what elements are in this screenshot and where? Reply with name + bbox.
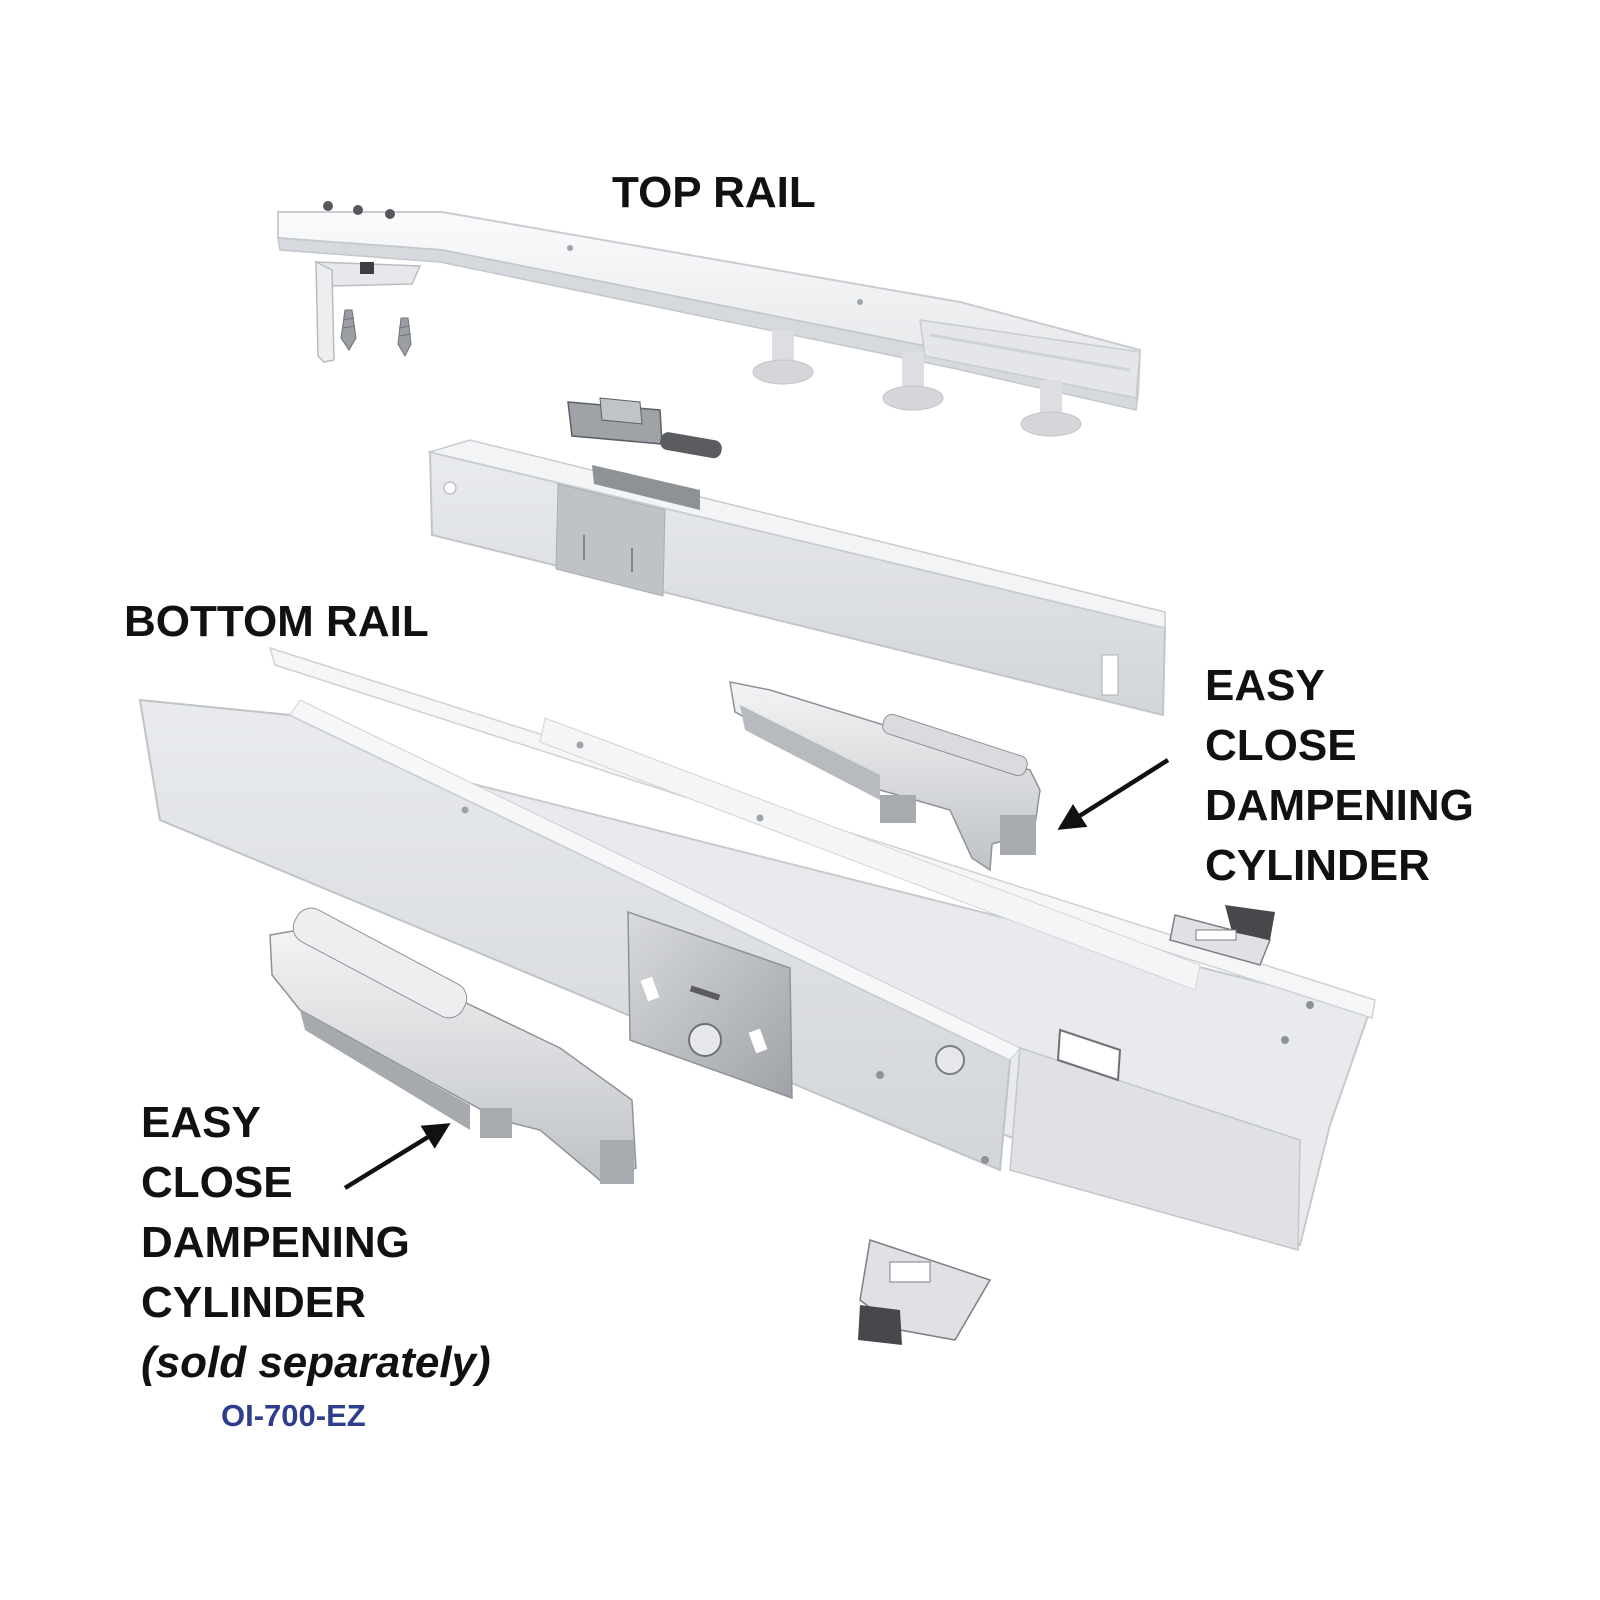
- upper-cylinder-label-line: CLOSE: [1205, 721, 1357, 770]
- top-rail: [277, 201, 1142, 411]
- lower-cylinder-label-line: EASY: [141, 1098, 261, 1147]
- lower-cylinder-label-line: CLOSE: [141, 1158, 293, 1207]
- mounting-screw-icon: [340, 309, 357, 351]
- inner-rail: [427, 439, 1167, 717]
- latch-mechanism: [567, 397, 722, 459]
- sold-separately-note: (sold separately): [141, 1338, 491, 1387]
- upper-cylinder-label-line: EASY: [1205, 661, 1325, 710]
- lower-cylinder-label-line: DAMPENING: [141, 1218, 410, 1267]
- upper-cylinder-label: EASY CLOSE DAMPENING CYLINDER: [1205, 656, 1474, 896]
- activator-clip-upper: [1169, 905, 1275, 966]
- rail-foot: [882, 352, 944, 411]
- bottom-rail: [138, 646, 1376, 1251]
- lower-cylinder-label: EASY CLOSE DAMPENING CYLINDER (sold sepa…: [141, 1093, 491, 1439]
- rear-bracket: [935, 1028, 1122, 1082]
- top-rail-label-text: TOP RAIL: [612, 168, 816, 217]
- top-rail-label: TOP RAIL: [612, 163, 816, 223]
- activator-clip-lower: [858, 1239, 992, 1345]
- lower-dampening-cylinder: [269, 907, 637, 1184]
- part-number: OI-700-EZ: [221, 1398, 366, 1433]
- mounting-screw-icon: [397, 317, 412, 358]
- lower-cylinder-label-line: CYLINDER: [141, 1278, 366, 1327]
- bottom-rail-plate: [627, 910, 793, 1100]
- arrow-to-upper-cylinder: [1057, 758, 1170, 830]
- rail-foot: [752, 330, 814, 385]
- bottom-rail-label: BOTTOM RAIL: [124, 592, 429, 652]
- upper-cylinder-label-line: DAMPENING: [1205, 781, 1474, 830]
- arrow-to-lower-cylinder: [343, 1123, 451, 1190]
- upper-cylinder-label-line: CYLINDER: [1205, 841, 1430, 890]
- top-rail-bracket: [314, 260, 422, 363]
- upper-dampening-cylinder: [729, 681, 1041, 872]
- bottom-rail-label-text: BOTTOM RAIL: [124, 597, 429, 646]
- rail-foot: [1020, 380, 1082, 437]
